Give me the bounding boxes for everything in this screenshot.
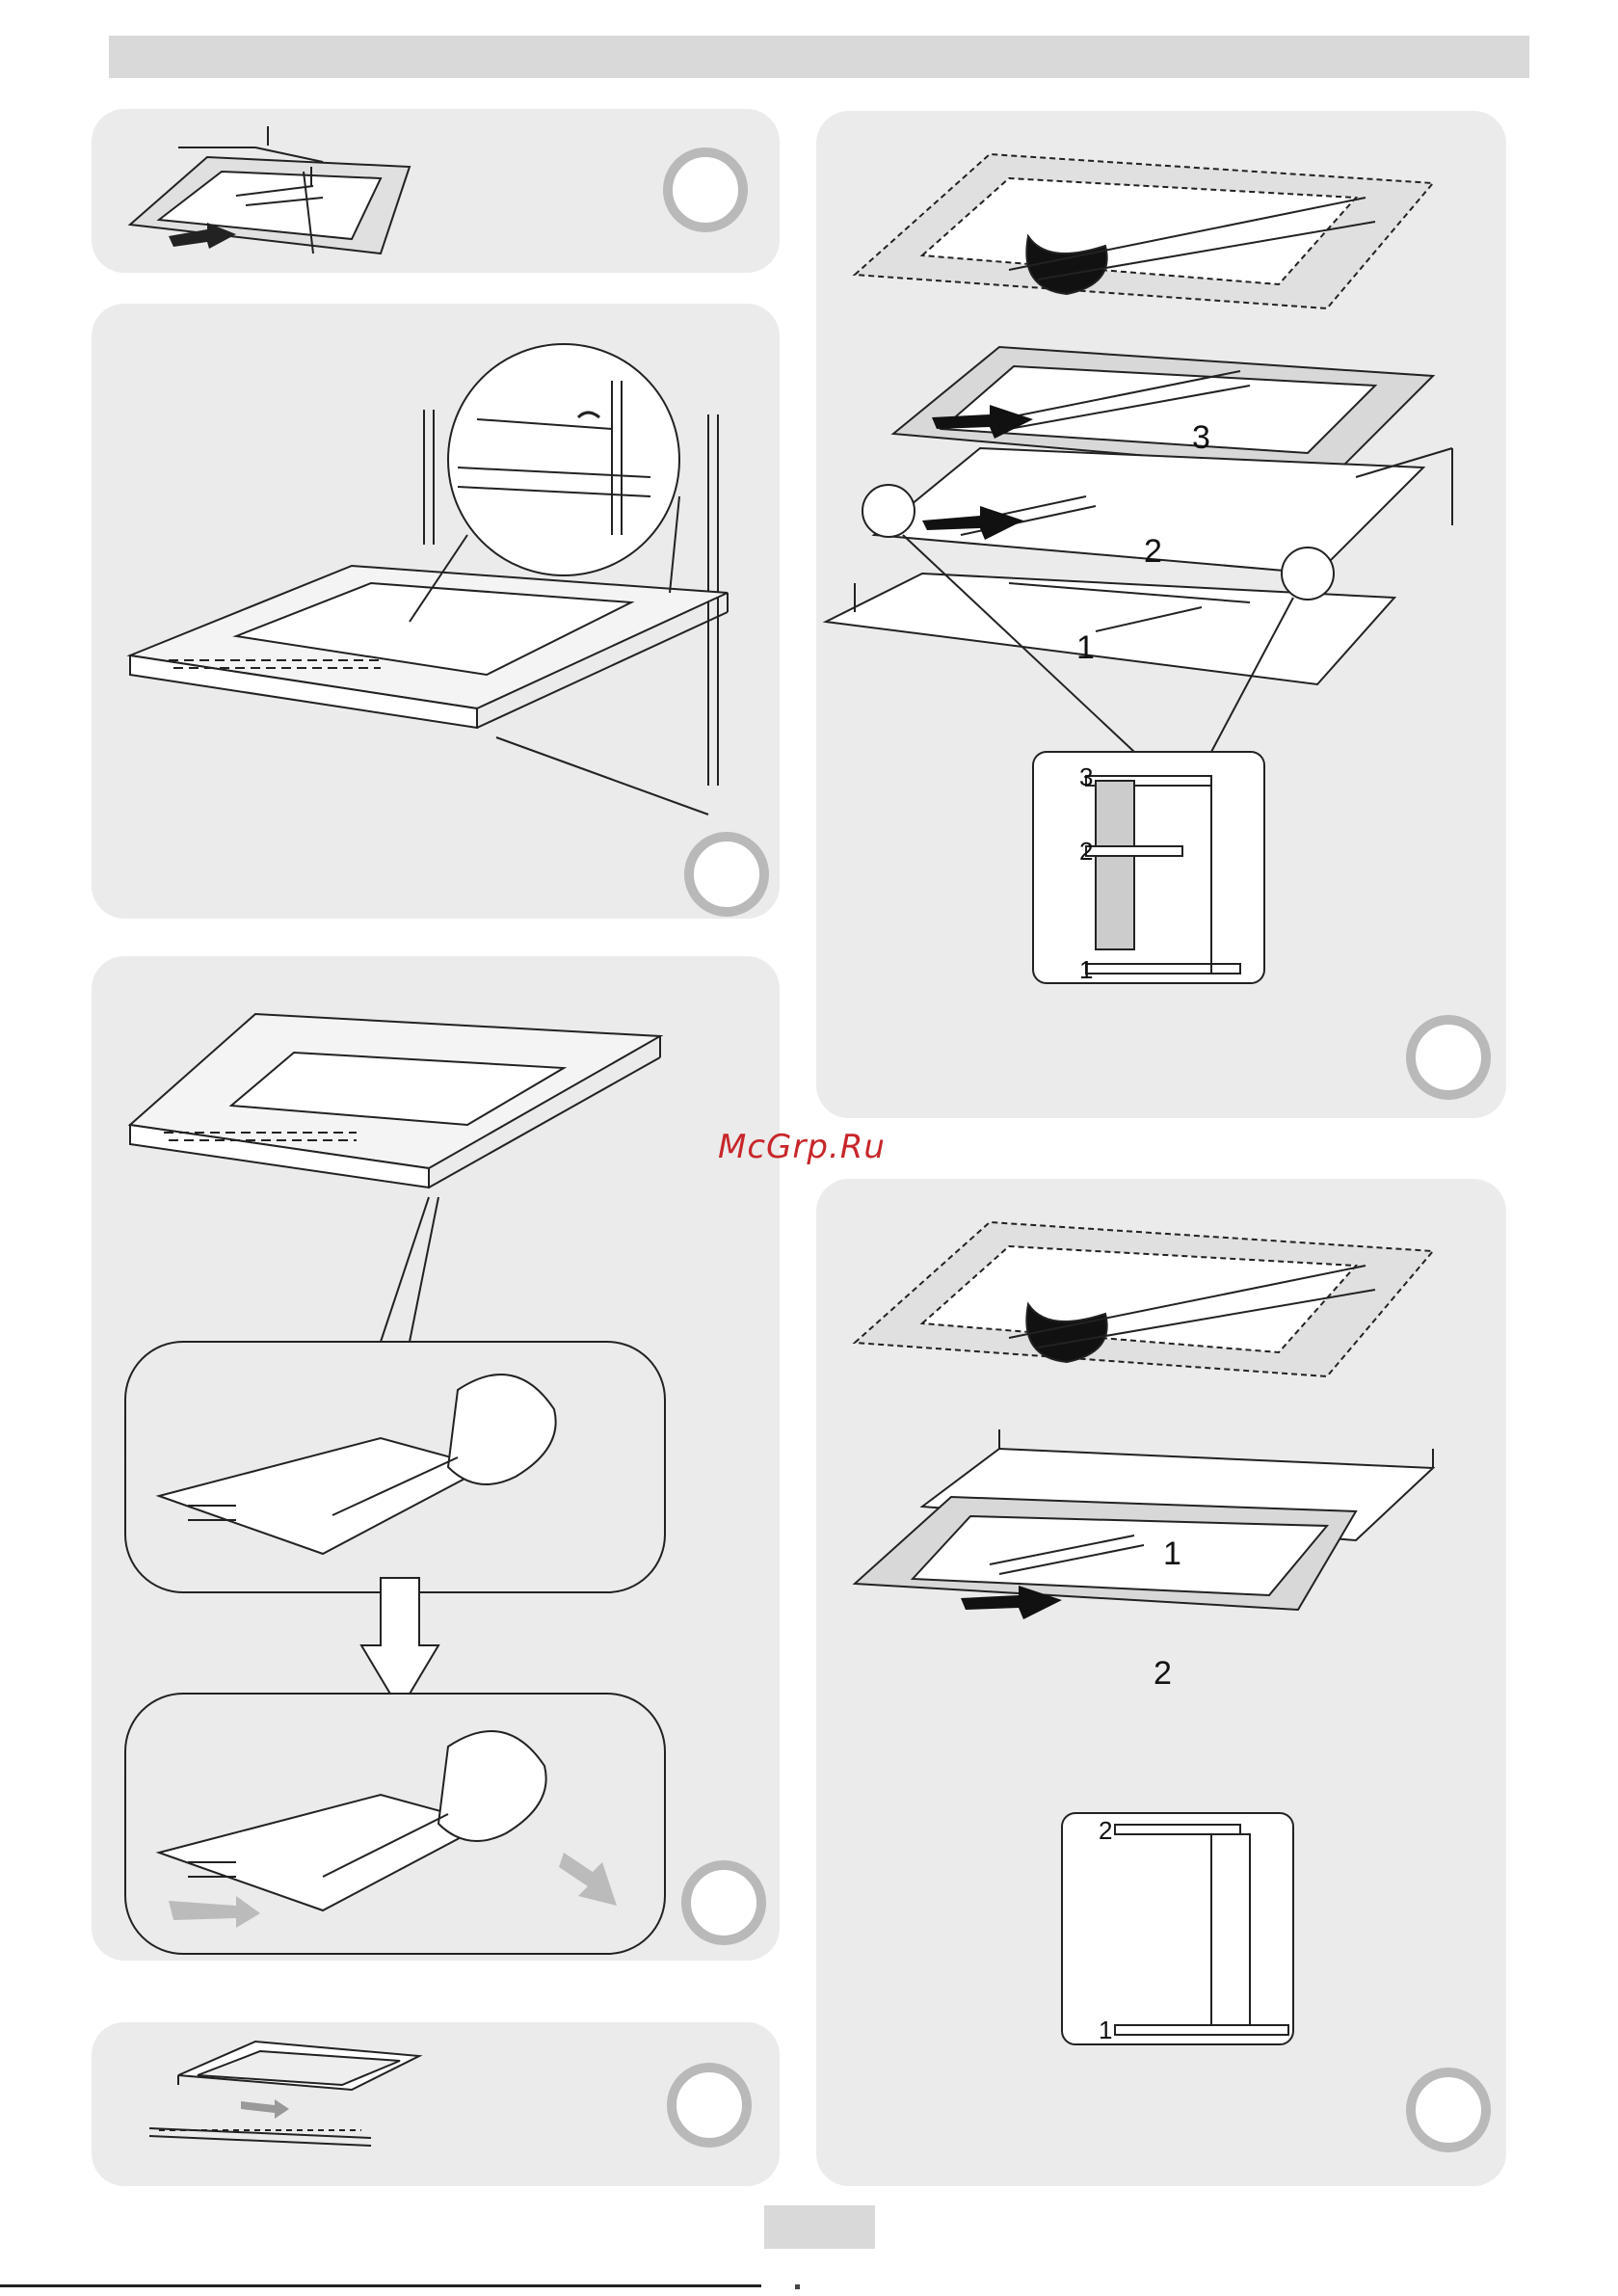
- layer-label-1: 1: [1163, 1537, 1181, 1570]
- page-number-box: [764, 2205, 875, 2249]
- screwdriver-illustration: [92, 956, 780, 1961]
- layer-label-3: 3: [1192, 421, 1210, 454]
- layer-label-2: 2: [1144, 535, 1162, 568]
- footer-mark: [795, 2284, 800, 2289]
- step-number-circle: [684, 832, 769, 917]
- detail-label-3: 3: [1079, 764, 1093, 789]
- detail-label-2: 2: [1099, 1818, 1112, 1843]
- panel-two-glass: 1 2 2 1: [816, 1179, 1506, 2186]
- step-number-circle: [667, 2063, 752, 2148]
- three-glass-illustration: [816, 111, 1506, 1118]
- detail-label-1: 1: [1099, 2017, 1112, 2042]
- step-number-circle: [1406, 1015, 1491, 1100]
- step-number-circle: [663, 147, 748, 232]
- header-bar: [109, 36, 1529, 78]
- detail-label-1: 1: [1079, 957, 1093, 982]
- layer-label-1: 1: [1076, 631, 1095, 664]
- arrow-icon: [241, 2099, 289, 2119]
- door-unhook-illustration: [92, 304, 780, 919]
- arrow-icon: [361, 1578, 438, 1710]
- panel-screwdriver: [92, 956, 780, 1961]
- detail-label-2: 2: [1079, 839, 1093, 864]
- panel-door-unhook: [92, 304, 780, 919]
- layer-label-2: 2: [1154, 1657, 1172, 1690]
- step-number-circle: [1406, 2068, 1491, 2152]
- footer-rule: [0, 2284, 761, 2287]
- panel-profile-remove: [92, 2022, 780, 2186]
- panel-glass-slide-out: [92, 109, 780, 273]
- panel-three-glass: 3 2 1 3 2 1: [816, 111, 1506, 1118]
- watermark: McGrp.Ru: [718, 1128, 886, 1166]
- step-number-circle: [681, 1860, 766, 1945]
